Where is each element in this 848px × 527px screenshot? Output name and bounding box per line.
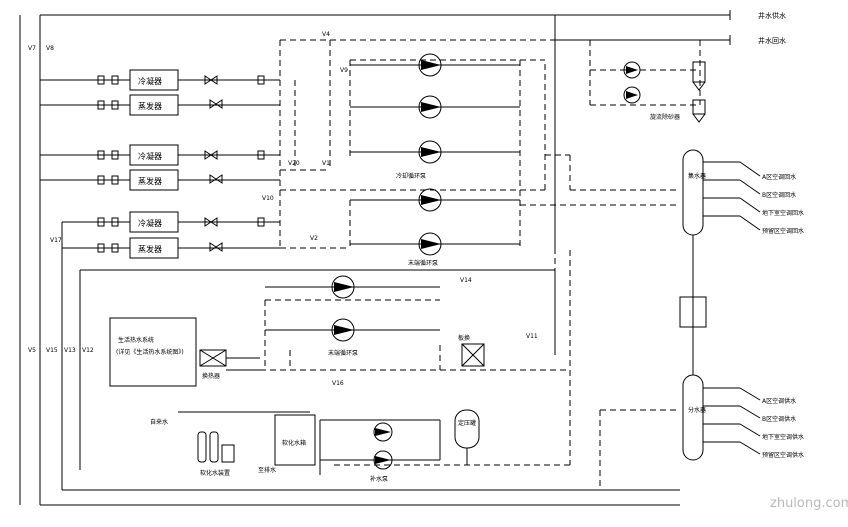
valve-label-v12: V12 [82, 347, 94, 354]
makeup-pump-label: 补水泵 [370, 475, 388, 483]
b-supply-label: B区空调供水 [762, 415, 796, 423]
condenser-label-1: 冷凝器 [138, 76, 162, 86]
collector-branches [703, 161, 761, 231]
evaporator-box-1 [129, 94, 179, 116]
terminal-pump-label-1: 末端循环泵 [408, 259, 438, 267]
distributor-label: 分水器 [688, 406, 706, 414]
main-pipes [19, 14, 730, 506]
heat-exchanger-label: 换热器 [202, 372, 220, 380]
condenser-label-2: 冷凝器 [138, 151, 162, 161]
collector-label: 集水器 [688, 172, 706, 180]
evaporator-label-1: 蒸发器 [138, 101, 162, 111]
valve-label-v16: V16 [332, 380, 344, 387]
valve-label-v9-top: V9 [340, 67, 348, 74]
collector-vessel: 集水器 [679, 149, 707, 375]
pump-lines [265, 64, 520, 475]
hot-water-box-line1: 生活热水系统 [118, 336, 154, 344]
chiller-valves [97, 75, 265, 253]
plate-hx-label: 板换 [458, 334, 470, 342]
distributor-vessel: 分水器 [682, 374, 706, 461]
well-return-label: 井水回水 [758, 36, 786, 45]
sand-separator-label: 旋流除砂器 [650, 113, 680, 121]
evaporator-label-3: 蒸发器 [138, 244, 162, 254]
chiller-group-1: 冷凝器 蒸发器 [40, 69, 280, 116]
evaporator-label-2: 蒸发器 [138, 176, 162, 186]
condenser-label-3: 冷凝器 [138, 218, 162, 228]
b-return-label: B区空调回水 [762, 191, 796, 199]
cooling-loop-dashed [260, 39, 680, 490]
cooling-pump-label: 冷却循环泵 [396, 172, 426, 180]
valve-label-v14: V14 [460, 277, 472, 284]
condenser-box-2 [129, 144, 179, 166]
makeup-water-section: 自来水 软化水装置 软化水箱 至排水 定压罐 [150, 409, 480, 477]
distributor-branches [703, 387, 761, 455]
basement-supply-label: 地下室空调供水 [762, 433, 804, 441]
valve-label-v8: V8 [46, 45, 54, 52]
valve-label-v11: V11 [526, 333, 538, 340]
valve-label-v4: V4 [322, 31, 330, 38]
to-drain-label: 至排水 [258, 466, 276, 474]
well-water-section: 旋流除砂器 [589, 40, 706, 123]
hot-water-box-line2: (详见《生活热水系统图》) [116, 348, 184, 356]
valve-label-v5: V5 [28, 347, 36, 354]
valve-label-v15: V15 [46, 347, 58, 354]
condenser-box-3 [129, 211, 179, 233]
city-water-label: 自来水 [150, 418, 168, 426]
condenser-box-1 [129, 69, 179, 91]
valve-label-v13: V13 [64, 347, 76, 354]
well-labels: 井水供水 井水回水 [729, 10, 786, 45]
a-supply-label: A区空调供水 [762, 397, 796, 405]
reserve-supply-label: 预留区空调供水 [762, 451, 804, 459]
well-supply-label: 井水供水 [758, 11, 786, 20]
valve-label-v7: V7 [28, 45, 36, 52]
reserve-return-label: 预留区空调回水 [762, 227, 804, 235]
chiller-group-3: 冷凝器 蒸发器 [61, 211, 280, 259]
pressure-tank-label: 定压罐 [458, 419, 476, 427]
valve-label-v2: V2 [310, 235, 318, 242]
basement-return-label: 地下室空调回水 [762, 209, 804, 217]
valve-label-v17: V17 [50, 237, 62, 244]
hot-water-system-box: 生活热水系统 (详见《生活热水系统图》) 换热器 [109, 317, 260, 387]
evaporator-box-2 [129, 169, 179, 191]
valve-label-v1: V1 [322, 160, 330, 167]
softened-tank-label: 软化水箱 [282, 439, 306, 447]
evaporator-box-3 [129, 237, 179, 259]
watermark: zhulong.com [770, 496, 848, 511]
softener-label: 软化水装置 [200, 469, 230, 477]
plate-hx: 板换 [458, 334, 485, 367]
valve-label-v10: V10 [262, 195, 274, 202]
valve-label-v20: V20 [288, 160, 300, 167]
a-return-label: A区空调回水 [762, 173, 796, 181]
chiller-group-2: 冷凝器 蒸发器 [40, 144, 280, 191]
terminal-pump-label-2: 末端循环泵 [328, 349, 358, 357]
